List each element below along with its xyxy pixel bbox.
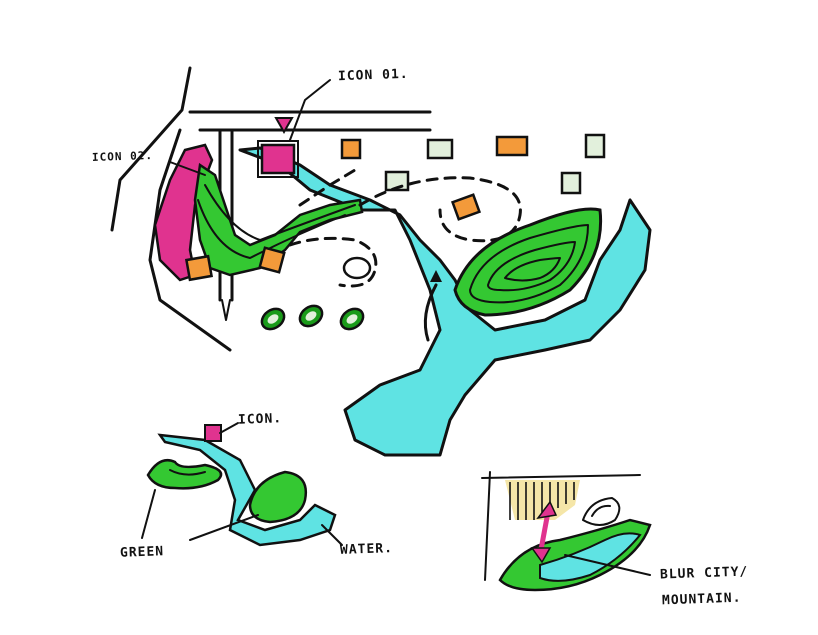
mini-green-oval [248, 470, 308, 524]
building-pale [584, 133, 606, 159]
label-icon-01: ICON 01. [337, 66, 409, 85]
label-icon: ICON. [237, 411, 283, 428]
label-water: WATER. [339, 541, 394, 558]
arrow-up-icon [423, 283, 438, 342]
building-orange [495, 135, 529, 157]
building-orange [450, 193, 482, 221]
mountain-contours [453, 207, 603, 317]
dashed-loop [358, 176, 522, 243]
orange-block [258, 246, 286, 274]
label-blur-city: BLUR CITY/ [659, 564, 749, 583]
mini-icon-square [204, 424, 222, 442]
building-orange [340, 138, 362, 160]
label-green: GREEN [119, 544, 165, 561]
label-mountain: MOUNTAIN. [661, 590, 742, 609]
icon-01-square [260, 143, 296, 175]
mini-green-water [141, 422, 343, 547]
orange-block [184, 254, 214, 282]
pavilion-oval [342, 256, 372, 280]
label-icon-02: ICON 02. [91, 148, 154, 165]
building-pale [426, 138, 454, 160]
icon-01-marker [274, 117, 294, 135]
water-body [238, 146, 652, 457]
mini-blur-city [481, 471, 652, 592]
building-pale [560, 171, 582, 195]
